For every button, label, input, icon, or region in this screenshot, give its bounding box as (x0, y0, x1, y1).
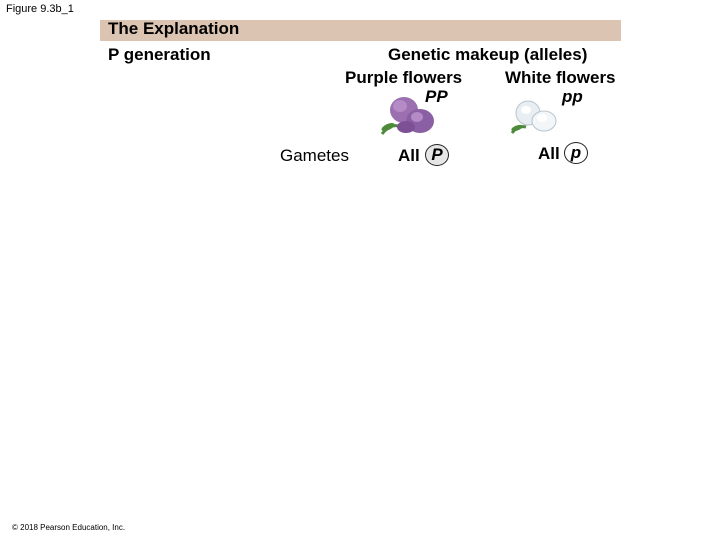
purple-gamete-allele: P (425, 144, 449, 166)
white-flowers-label: White flowers (505, 68, 616, 87)
purple-flower-icon (380, 97, 434, 135)
generation-label: P generation (108, 45, 211, 64)
purple-flowers-label: Purple flowers (345, 68, 463, 87)
white-flower-icon (510, 100, 557, 134)
white-gamete-allele: p (564, 142, 588, 164)
copyright-notice: © 2018 Pearson Education, Inc. (12, 523, 126, 532)
page-title: The Explanation (108, 19, 240, 38)
purple-genotype: PP (425, 87, 448, 106)
title-bar (100, 20, 621, 41)
white-genotype: pp (562, 87, 583, 106)
figure-label: Figure 9.3b_1 (6, 3, 74, 15)
purple-gametes-prefix: All (398, 146, 420, 165)
genetic-makeup-header: Genetic makeup (alleles) (388, 45, 588, 64)
gametes-label: Gametes (280, 146, 349, 165)
white-gametes-prefix: All (538, 144, 560, 163)
